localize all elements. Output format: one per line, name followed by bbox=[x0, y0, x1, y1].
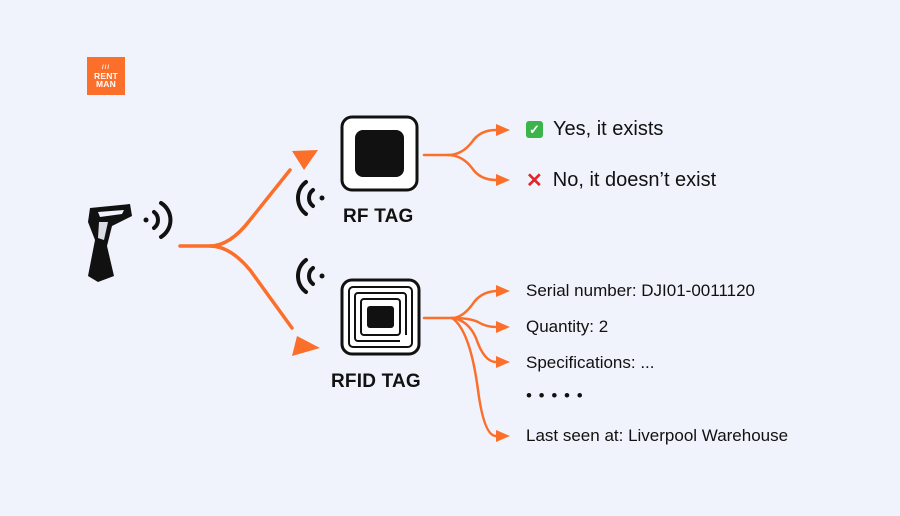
rfid-signal-icon bbox=[296, 258, 325, 294]
rfid-field-specifications: Specifications: ... bbox=[526, 353, 655, 372]
arrow-quantity bbox=[496, 321, 510, 333]
rf-tag-label: RF TAG bbox=[343, 206, 414, 227]
rf-chip-icon bbox=[340, 115, 419, 192]
arrow-to-rfid bbox=[292, 336, 320, 356]
arrow-specs bbox=[496, 356, 510, 368]
rfid-tag-label: RFID TAG bbox=[331, 371, 421, 392]
scanner-icon bbox=[88, 204, 132, 282]
rfid-field-last-seen: Last seen at: Liverpool Warehouse bbox=[526, 426, 789, 445]
rentman-logo: /// RENT MAN bbox=[87, 57, 125, 95]
rfid-field-ellipsis: • • • • • bbox=[526, 386, 584, 405]
rf-outcome-no: ✕ No, it doesn’t exist bbox=[526, 169, 716, 192]
rf-outcome-yes-text: Yes, it exists bbox=[553, 118, 664, 140]
connector-lines bbox=[178, 168, 294, 330]
rf-outcome-connectors bbox=[422, 128, 498, 182]
arrow-yes bbox=[496, 124, 510, 136]
arrow-last-seen bbox=[496, 430, 510, 442]
arrow-no bbox=[496, 174, 510, 186]
rfid-field-serial: Serial number: DJI01-0011120 bbox=[526, 281, 756, 300]
rfid-field-connectors bbox=[422, 289, 498, 438]
arrow-to-rf bbox=[292, 150, 318, 170]
rf-outcome-yes: ✓ Yes, it exists bbox=[526, 118, 663, 141]
rfid-chip-icon bbox=[340, 278, 421, 356]
cross-icon: ✕ bbox=[526, 169, 543, 192]
rf-outcome-no-text: No, it doesn’t exist bbox=[552, 169, 717, 191]
scanner-signal-icon bbox=[143, 201, 173, 239]
rfid-field-quantity: Quantity: 2 bbox=[526, 317, 609, 336]
check-icon: ✓ bbox=[526, 121, 543, 139]
arrow-serial bbox=[496, 285, 510, 297]
rf-signal-icon bbox=[296, 180, 325, 216]
